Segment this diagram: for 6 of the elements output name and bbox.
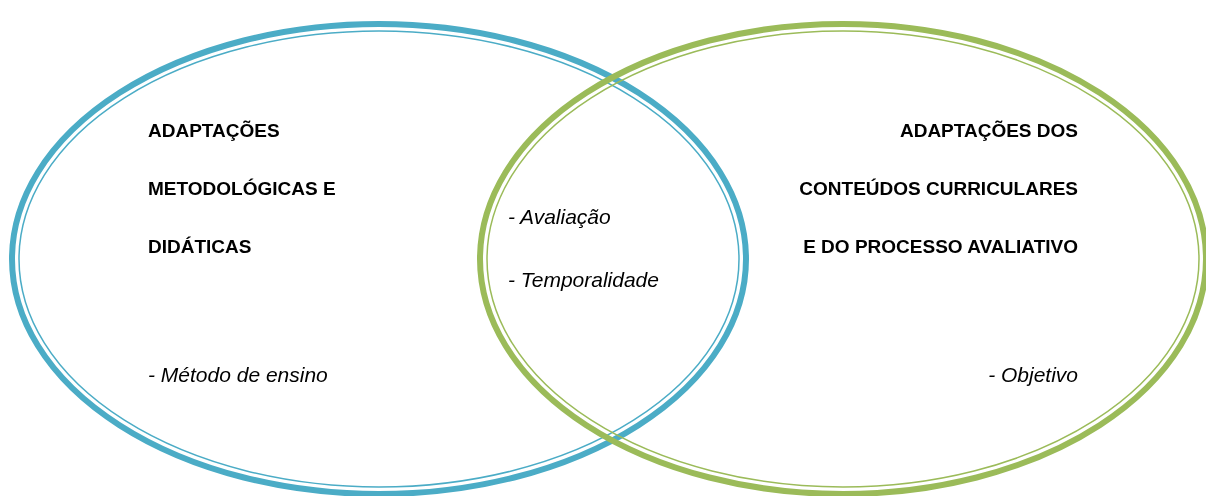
list-item: - Objetivo <box>988 363 1078 387</box>
list-item: - Método de ensino <box>148 363 328 387</box>
circle-heading: ADAPTAÇÕES DOS CONTEÚDOS CURRICULARES E DO PROCESSO AVALIATIVO <box>798 119 1078 259</box>
circle-heading: ADAPTAÇÕES METODOLÓGICAS E DIDÁTICAS <box>148 119 337 259</box>
list-item: - Avaliação <box>508 205 611 229</box>
list-item: - Temporalidade <box>508 268 659 292</box>
